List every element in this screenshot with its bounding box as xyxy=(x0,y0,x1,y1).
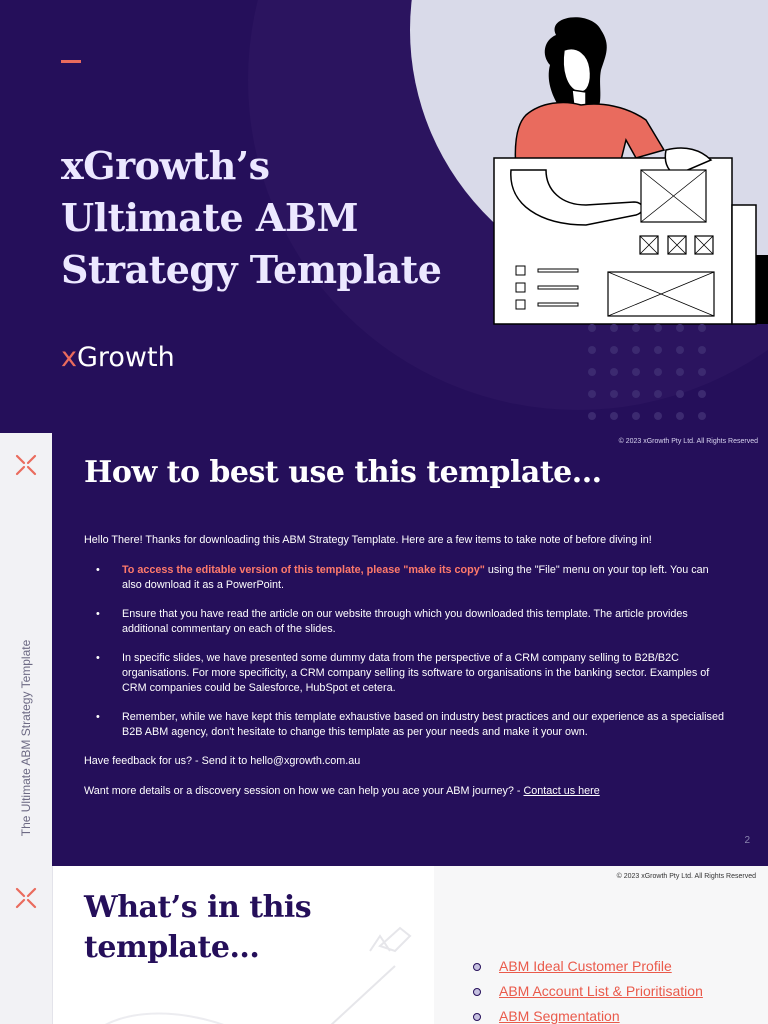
title-panel xyxy=(53,866,434,1024)
woman-illustration xyxy=(493,17,768,325)
feedback-text: Have feedback for us? - Send it to hello… xyxy=(84,755,361,767)
contents-slide: What’s in this template... © 2023 xGrowt… xyxy=(0,866,768,1024)
cover-title-line: Strategy Template xyxy=(61,247,442,292)
slide-title: What’s in this template... xyxy=(84,890,312,965)
list-item: ABM Ideal Customer Profile xyxy=(471,958,703,983)
sidebar-label: The Ultimate ABM Strategy Template xyxy=(19,639,33,837)
cover-title-line: Ultimate ABM xyxy=(61,195,359,240)
page-number: 2 xyxy=(744,835,750,846)
slide-sidebar: The Ultimate ABM Strategy Template xyxy=(0,433,52,866)
x-mark-icon xyxy=(15,454,37,476)
cover-slide: xGrowth’s Ultimate ABM Strategy Template… xyxy=(0,0,768,433)
cover-title-line: xGrowth’s xyxy=(61,143,270,188)
slide-sidebar xyxy=(0,866,53,1024)
list-item: Remember, while we have kept this templa… xyxy=(96,710,724,740)
list-item: ABM Segmentation xyxy=(471,1008,703,1024)
dart-arrow-illustration xyxy=(104,926,412,1024)
intro-text: Hello There! Thanks for downloading this… xyxy=(84,534,652,546)
cover-title: xGrowth’s Ultimate ABM Strategy Template xyxy=(61,140,481,296)
list-item: Ensure that you have read the article on… xyxy=(96,607,724,637)
slide-body: Hello There! Thanks for downloading this… xyxy=(84,533,724,814)
contents-link[interactable]: ABM Account List & Prioritisation xyxy=(499,983,703,999)
tips-list: To access the editable version of this t… xyxy=(84,563,724,740)
cover-copyright: © 2023 xGrowth Pty Ltd. All Rights Reser… xyxy=(618,438,758,445)
list-item: In specific slides, we have presented so… xyxy=(96,651,724,696)
accent-dash xyxy=(61,60,81,63)
slide-title: How to best use this template... xyxy=(84,455,602,490)
xgrowth-logo: xGrowth xyxy=(61,342,175,373)
list-item: To access the editable version of this t… xyxy=(96,563,724,593)
highlighted-instruction: To access the editable version of this t… xyxy=(122,564,485,576)
contents-link[interactable]: ABM Segmentation xyxy=(499,1008,620,1024)
more-details-text: Want more details or a discovery session… xyxy=(84,785,600,797)
slide-copyright: © 2023 xGrowth Pty Ltd. All Rights Reser… xyxy=(616,873,756,880)
contact-us-link[interactable]: Contact us here xyxy=(523,785,600,797)
dot-grid-pattern xyxy=(588,324,706,420)
contents-list: ABM Ideal Customer Profile ABM Account L… xyxy=(471,958,703,1024)
list-item: ABM Account List & Prioritisation xyxy=(471,983,703,1008)
how-to-use-slide: The Ultimate ABM Strategy Template How t… xyxy=(0,433,768,866)
x-mark-icon xyxy=(15,887,37,909)
contents-link[interactable]: ABM Ideal Customer Profile xyxy=(499,958,672,974)
